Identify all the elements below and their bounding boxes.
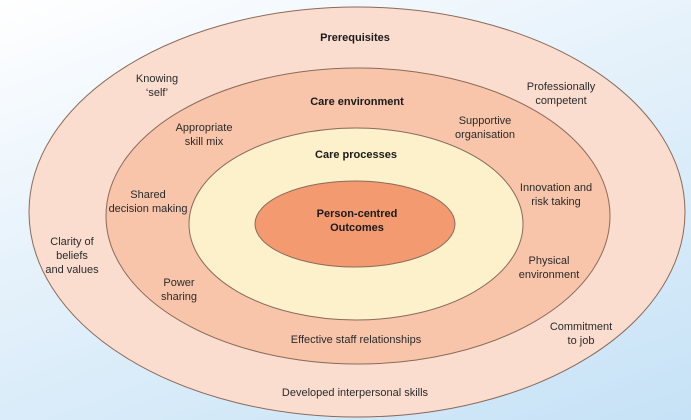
prereq-knowing-self: Knowing‘self’ [136, 73, 178, 99]
care-processes-title: Care processes [315, 149, 397, 161]
outcomes-core [254, 180, 456, 268]
care-environment-title: Care environment [310, 96, 404, 108]
prerequisites-title: Prerequisites [320, 32, 390, 44]
prereq-interpersonal-skills: Developed interpersonal skills [282, 387, 429, 399]
env-staff-relationships: Effective staff relationships [291, 334, 422, 346]
